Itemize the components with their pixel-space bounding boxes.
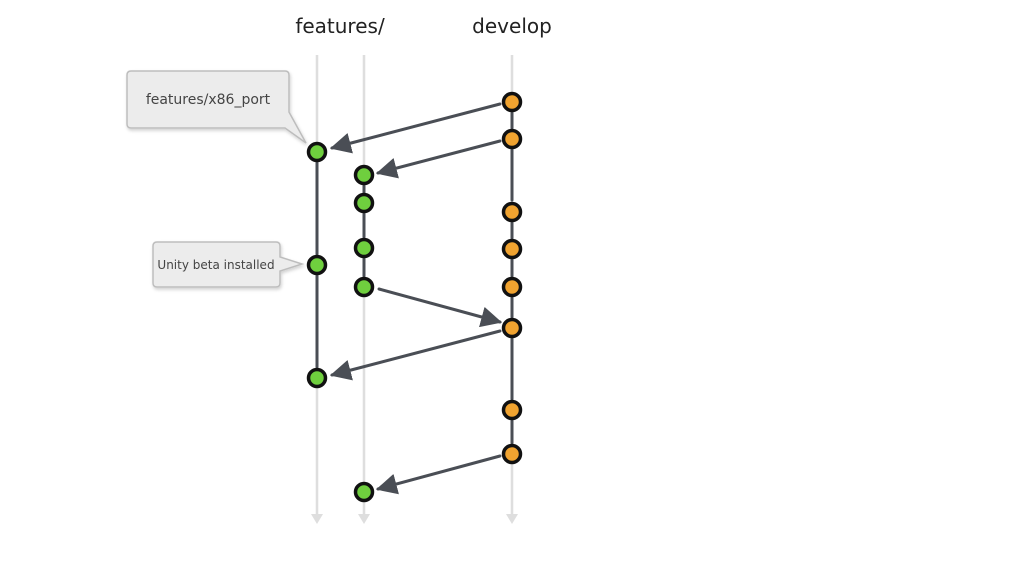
- develop-commits: [501, 91, 523, 465]
- develop-commit: [501, 201, 523, 223]
- develop-commit: [501, 128, 523, 150]
- callout-x86-port: [126, 70, 307, 144]
- feature-commit: [306, 367, 328, 389]
- merge-arrow: [329, 329, 502, 381]
- feature-commits-lane-2: [353, 164, 375, 503]
- feature-commit: [353, 164, 375, 186]
- feature-commit: [306, 254, 328, 276]
- develop-header: develop: [472, 14, 552, 38]
- features-header: features/: [295, 14, 385, 38]
- arrow-down-icon: [506, 514, 518, 524]
- merge-arrow: [329, 102, 502, 154]
- merge-arrow: [375, 139, 502, 179]
- feature-commit: [353, 481, 375, 503]
- feature-commit: [353, 237, 375, 259]
- feature-commits-lane-1: [306, 141, 328, 389]
- develop-commit: [501, 317, 523, 339]
- callout-x86-port-text: features/x86_port: [146, 92, 271, 108]
- merge-arrow: [375, 454, 502, 495]
- develop-commit: [501, 238, 523, 260]
- arrow-down-icon: [358, 514, 370, 524]
- lane-edges: [315, 111, 514, 445]
- merge-edges: [329, 102, 503, 495]
- callout-unity-beta-text: Unity beta installed: [157, 258, 274, 272]
- feature-commit: [353, 192, 375, 214]
- callout-unity-beta: [152, 241, 305, 288]
- develop-commit: [501, 91, 523, 113]
- callout-bubble: [126, 70, 307, 144]
- develop-commit: [501, 443, 523, 465]
- feature-commit: [353, 276, 375, 298]
- develop-commit: [501, 276, 523, 298]
- feature-commit: [306, 141, 328, 163]
- merge-arrow: [377, 287, 503, 328]
- develop-commit: [501, 399, 523, 421]
- callout-bubble: [152, 241, 305, 288]
- arrow-down-icon: [311, 514, 323, 524]
